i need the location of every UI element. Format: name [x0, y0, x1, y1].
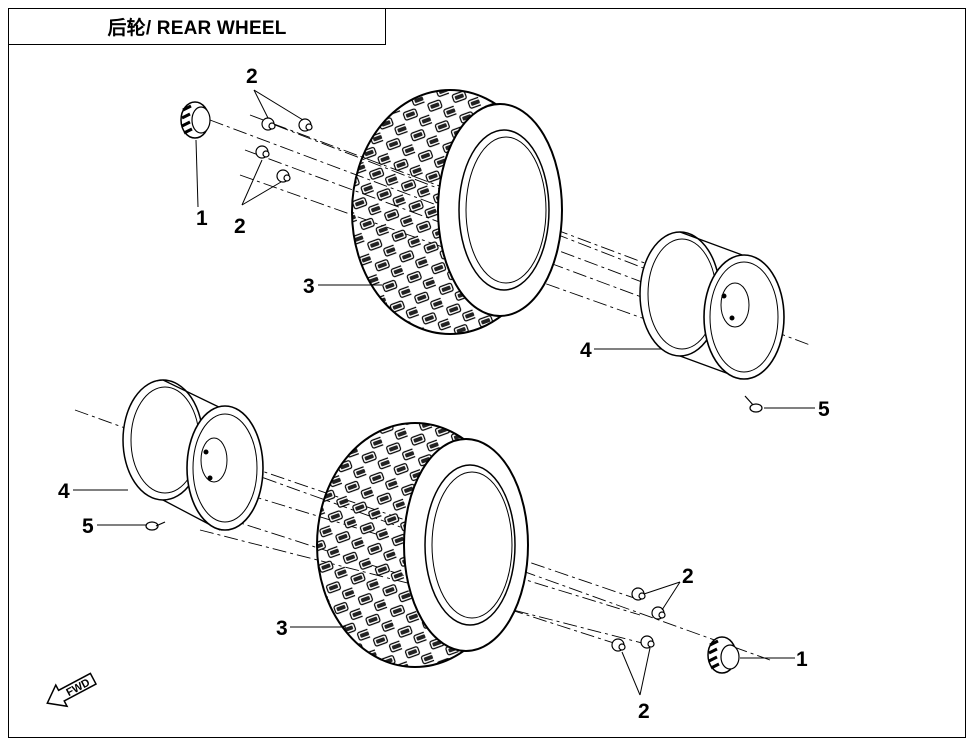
callout-3-top: 3 — [303, 275, 315, 298]
bottom-leader-lines — [73, 489, 795, 696]
hub-nut-cap-icon — [180, 101, 211, 139]
rim-icon — [122, 379, 264, 531]
rim-icon — [639, 231, 785, 380]
callout-2-bottom-a: 2 — [682, 565, 694, 588]
valve-stem-icon — [145, 521, 166, 531]
callout-5-bottom: 5 — [82, 515, 94, 538]
top-assembly — [180, 89, 815, 413]
callout-1-bottom: 1 — [796, 648, 808, 671]
bottom-assembly — [73, 379, 795, 696]
fwd-label: FWD — [64, 677, 92, 699]
tire-icon — [351, 89, 563, 335]
callout-labels: 1 2 2 3 4 5 4 5 3 2 2 1 — [58, 65, 830, 723]
title-box: 后轮/ REAR WHEEL — [8, 8, 386, 45]
arrow-icon — [46, 672, 98, 708]
lug-nut-icon — [611, 587, 666, 652]
callout-5-top: 5 — [818, 398, 830, 421]
callout-4-bottom: 4 — [58, 480, 70, 503]
callout-2-bottom-b: 2 — [638, 700, 650, 723]
hub-nut-cap-icon — [707, 636, 740, 674]
callout-3-bottom: 3 — [276, 617, 288, 640]
tire-icon — [316, 422, 529, 668]
callout-1-top: 1 — [196, 207, 208, 230]
callout-2-top-a: 2 — [246, 65, 258, 88]
page-title: 后轮/ REAR WHEEL — [107, 18, 287, 39]
direction-marker: FWD — [46, 672, 98, 708]
valve-stem-icon — [744, 395, 763, 413]
lug-nut-icon — [255, 117, 313, 183]
top-leader-lines — [195, 89, 815, 409]
callout-4-top: 4 — [580, 339, 592, 362]
drawing-frame — [8, 8, 966, 738]
callout-2-top-b: 2 — [234, 215, 246, 238]
